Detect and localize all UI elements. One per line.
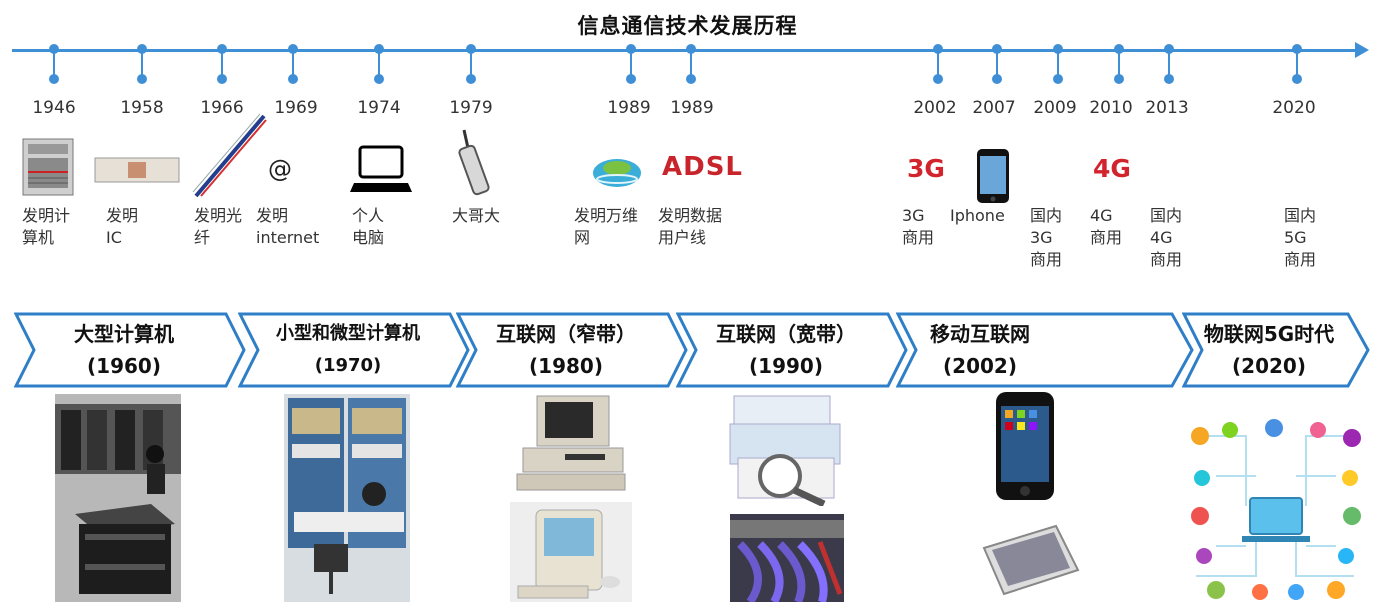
timeline-tick (217, 44, 227, 84)
timeline-tick (466, 44, 476, 84)
ibm-pc-photo (515, 394, 633, 494)
internet-at-icon: @ (268, 155, 292, 183)
timeline-tick (626, 44, 636, 84)
laptop-icon (350, 145, 412, 197)
computer-rack-icon (22, 138, 74, 200)
timeline-tick (137, 44, 147, 84)
event-label: 国内 4G 商用 (1150, 206, 1183, 269)
google-search-photo (728, 394, 844, 506)
timeline-tick (1053, 44, 1063, 84)
timeline-tick (1164, 44, 1174, 84)
era-name: 小型和微型计算机 (276, 323, 420, 344)
mobile-phone-icon (456, 128, 500, 204)
event-label: 大哥大 (452, 206, 501, 225)
timeline-tick (686, 44, 696, 84)
event-label: 国内 5G 商用 (1284, 206, 1317, 269)
era-banner-iot-5g: 物联网5G时代 (2020) (1182, 312, 1370, 388)
era-banner-minicomputer: 小型和微型计算机 (1970) (238, 312, 470, 388)
year-label: 1969 (274, 98, 318, 118)
year-label: 2013 (1145, 98, 1189, 118)
era-banner-mainframe: 大型计算机 (1960) (14, 312, 246, 388)
year-label: 2002 (913, 98, 957, 118)
timeline-tick (1292, 44, 1302, 84)
year-label: 1966 (200, 98, 244, 118)
event-label: Iphone (950, 206, 1005, 225)
year-label: 1979 (449, 98, 493, 118)
era-banner-mobile-internet: 移动互联网 (2002) (896, 312, 1194, 388)
year-label: 2007 (972, 98, 1016, 118)
year-label: 1989 (607, 98, 651, 118)
event-label: 发明光 纤 (194, 206, 243, 247)
era-year: (2002) (943, 354, 1017, 378)
year-label: 2020 (1272, 98, 1316, 118)
era-name: 大型计算机 (74, 322, 174, 346)
mainframe-photo (55, 394, 181, 602)
era-year: (1970) (314, 355, 382, 376)
tablet-photo (978, 522, 1082, 598)
era-name: 互联网（宽带） (716, 322, 856, 346)
timeline-tick (374, 44, 384, 84)
event-label: 个人 电脑 (352, 206, 385, 247)
iot-network-illustration (1186, 416, 1364, 602)
year-label: 1958 (120, 98, 164, 118)
era-year: (2020) (1232, 354, 1306, 378)
year-label: 1989 (670, 98, 714, 118)
era-banner-narrowband: 互联网（窄带） (1980) (456, 312, 688, 388)
era-name: 互联网（窄带） (496, 322, 636, 346)
year-label: 1974 (357, 98, 401, 118)
year-label: 1946 (32, 98, 76, 118)
smartphone-photo (994, 390, 1056, 502)
macintosh-photo (510, 502, 632, 602)
timeline-tick (288, 44, 298, 84)
globe-icon (590, 152, 644, 194)
timeline-tick (992, 44, 1002, 84)
optical-fiber-icon (192, 112, 268, 202)
event-label: 发明计 算机 (22, 206, 71, 247)
diagram-title: 信息通信技术发展历程 (577, 14, 798, 38)
era-year: (1980) (529, 354, 603, 378)
year-label: 2009 (1033, 98, 1077, 118)
timeline-arrowhead (1355, 42, 1369, 58)
era-year: (1960) (87, 354, 161, 378)
timeline-tick (49, 44, 59, 84)
3g-logo-icon: 3G (907, 154, 945, 183)
year-label: 2010 (1089, 98, 1133, 118)
event-label: 4G 商用 (1090, 206, 1123, 247)
timeline-tick (1114, 44, 1124, 84)
minicomputer-photo (284, 394, 410, 602)
event-label: 发明数据 用户线 (658, 206, 723, 247)
event-label: 发明万维 网 (574, 206, 639, 247)
4g-logo-icon: 4G (1093, 154, 1131, 183)
adsl-logo-icon: ADSL (662, 152, 743, 182)
era-name: 移动互联网 (930, 322, 1030, 346)
event-label: 发明 IC (106, 206, 139, 247)
era-year: (1990) (749, 354, 823, 378)
era-banner-broadband: 互联网（宽带） (1990) (676, 312, 908, 388)
network-cables-photo (730, 514, 844, 602)
event-label: 3G 商用 (902, 206, 935, 247)
event-label: 国内 3G 商用 (1030, 206, 1063, 269)
era-name: 物联网5G时代 (1203, 322, 1335, 346)
ic-chip-icon (94, 155, 180, 189)
event-label: 发明 internet (256, 206, 320, 247)
timeline-tick (933, 44, 943, 84)
iphone-icon (976, 148, 1010, 208)
